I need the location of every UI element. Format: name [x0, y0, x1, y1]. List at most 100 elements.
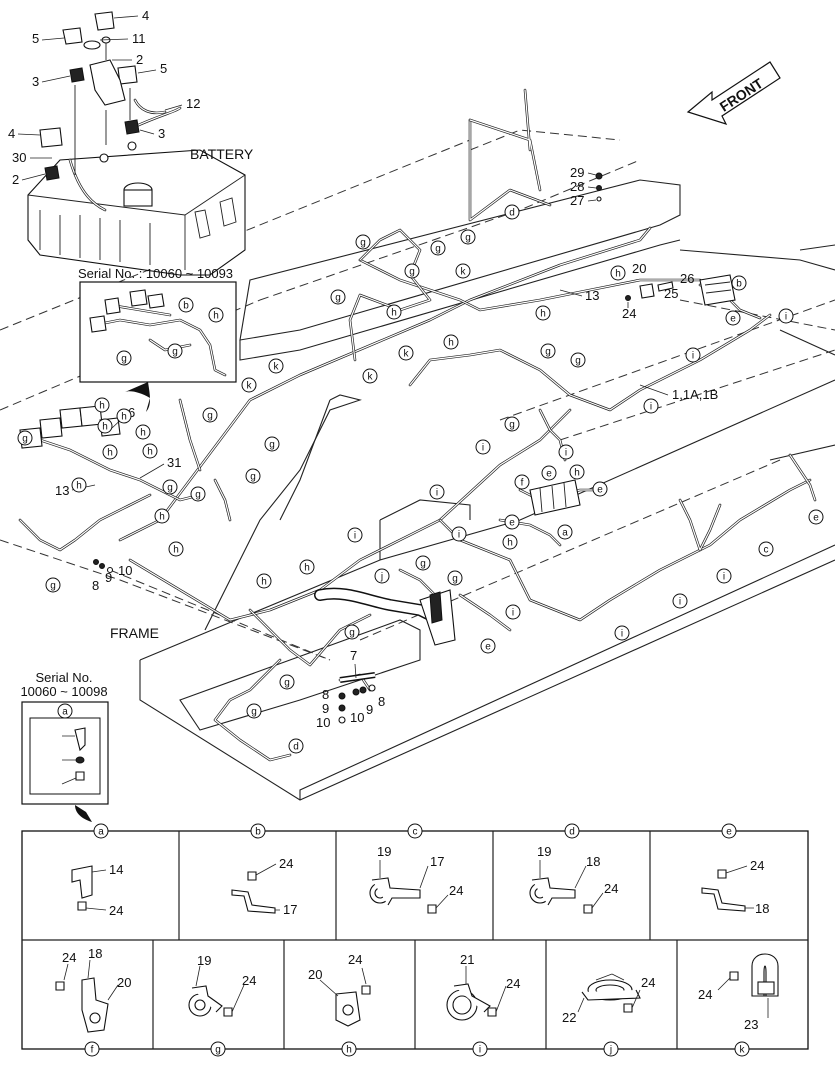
clamp-marker-i: i: [685, 347, 701, 363]
clamp-marker-label: i: [723, 572, 725, 583]
callout-28: 28: [570, 179, 584, 194]
clamp-marker-label: i: [692, 351, 694, 362]
clamp-marker-g: g: [190, 486, 206, 502]
callout-26: 26: [680, 271, 694, 286]
detail-k-24: 24: [698, 987, 712, 1002]
clamp-marker-label: k: [274, 362, 280, 373]
clamp-marker-i: i: [505, 604, 521, 620]
clamp-marker-h: h: [535, 305, 551, 321]
clamp-marker-g: g: [430, 240, 446, 256]
callout-9-a: 9: [322, 701, 329, 716]
svg-text:g: g: [215, 1045, 221, 1056]
clamp-marker-label: g: [349, 628, 355, 639]
relay-block-center: [529, 479, 581, 516]
detail-header-f: f: [84, 1041, 100, 1057]
clamp-marker-label: g: [435, 244, 441, 255]
callout-8-b: 8: [378, 694, 385, 709]
detail-g-parts: 19 24: [188, 953, 256, 1017]
clamp-marker-h: h: [208, 307, 224, 323]
callout-10-a: 10: [316, 715, 330, 730]
svg-text:d: d: [569, 827, 575, 838]
clamp-marker-k: k: [455, 263, 471, 279]
clamp-marker-a: a: [557, 524, 573, 540]
clamp-marker-label: k: [247, 381, 253, 392]
clamp-marker-i: i: [643, 398, 659, 414]
callout-9-b: 9: [366, 702, 373, 717]
clamp-marker-label: g: [195, 490, 201, 501]
clamp-marker-b: b: [178, 297, 194, 313]
serial-inset-2-line2: 10060 ~ 10098: [20, 684, 107, 699]
clamp-marker-label: i: [785, 312, 787, 323]
detail-d-18: 18: [586, 854, 600, 869]
clamp-marker-label: h: [107, 448, 113, 459]
callout-29: 29: [570, 165, 584, 180]
clamp-marker-g: g: [245, 468, 261, 484]
detail-header-e: e: [721, 823, 737, 839]
detail-a-parts: 14 24: [71, 862, 123, 918]
clamp-marker-label: e: [546, 469, 552, 480]
clamp-marker-label: g: [22, 434, 28, 445]
clamp-marker-k: k: [362, 368, 378, 384]
clamp-marker-label: g: [465, 233, 471, 244]
callout-4-mid: 4: [8, 126, 15, 141]
detail-h-24: 24: [348, 952, 362, 967]
callout-13-left: 13: [55, 483, 69, 498]
detail-b-24: 24: [279, 856, 293, 871]
detail-a-14: 14: [109, 862, 123, 877]
callout-12: 12: [186, 96, 200, 111]
detail-d-24: 24: [604, 881, 618, 896]
callout-13-top: 13: [585, 288, 599, 303]
callout-25: 25: [664, 286, 678, 301]
clamp-marker-h: h: [299, 559, 315, 575]
clamp-marker-g: g: [570, 352, 586, 368]
serial-inset-2-line1: Serial No.: [35, 670, 92, 685]
clamp-marker-label: i: [482, 443, 484, 454]
detail-h-20: 20: [308, 967, 322, 982]
chassis-frame: [139, 179, 835, 801]
svg-text:e: e: [726, 827, 732, 838]
detail-i-24: 24: [506, 976, 520, 991]
clamp-marker-label: i: [458, 530, 460, 541]
detail-g-24: 24: [242, 973, 256, 988]
serial-inset-1-label: Serial No. : 10060 ~ 10093: [78, 266, 233, 281]
clamp-marker-h: h: [154, 508, 170, 524]
detail-e-parts: 24 18: [701, 858, 769, 916]
clamp-marker-i: i: [614, 625, 630, 641]
clamp-marker-i: i: [672, 593, 688, 609]
clamp-marker-h: h: [97, 418, 113, 434]
clamp-marker-i: i: [778, 308, 794, 324]
clamp-marker-g: g: [540, 343, 556, 359]
clamp-marker-label: i: [621, 629, 623, 640]
clamp-marker-label: h: [121, 412, 127, 423]
detail-k-23: 23: [744, 1017, 758, 1032]
clamp-marker-g: g: [246, 703, 262, 719]
clamp-marker-g: g: [264, 436, 280, 452]
clamp-marker-i: i: [716, 568, 732, 584]
clamp-marker-label: g: [172, 347, 178, 358]
detail-header-c: c: [407, 823, 423, 839]
clamp-marker-label: i: [565, 448, 567, 459]
clamp-marker-h: h: [256, 573, 272, 589]
clamp-marker-label: g: [420, 559, 426, 570]
clamp-marker-i: i: [475, 439, 491, 455]
clamp-marker-e: e: [504, 514, 520, 530]
clamp-marker-label: h: [507, 538, 513, 549]
clamp-marker-g: g: [344, 624, 360, 640]
clamp-marker-label: e: [597, 485, 603, 496]
clamp-marker-i: i: [451, 526, 467, 542]
clamp-marker-label: c: [764, 545, 769, 556]
clamp-marker-c: c: [758, 541, 774, 557]
clamp-marker-label: k: [368, 372, 374, 383]
callout-30: 30: [12, 150, 26, 165]
clamp-marker-g: g: [355, 234, 371, 250]
detail-header-b: b: [250, 823, 266, 839]
svg-text:f: f: [91, 1045, 94, 1056]
clamp-marker-e: e: [480, 638, 496, 654]
callout-5-mid: 5: [160, 61, 167, 76]
clamp-marker-k: k: [398, 345, 414, 361]
detail-j-22: 22: [562, 1010, 576, 1025]
callout-1-1a-1b: 1,1A,1B: [672, 387, 718, 402]
clamp-marker-label: h: [574, 468, 580, 479]
detail-j-24: 24: [641, 975, 655, 990]
